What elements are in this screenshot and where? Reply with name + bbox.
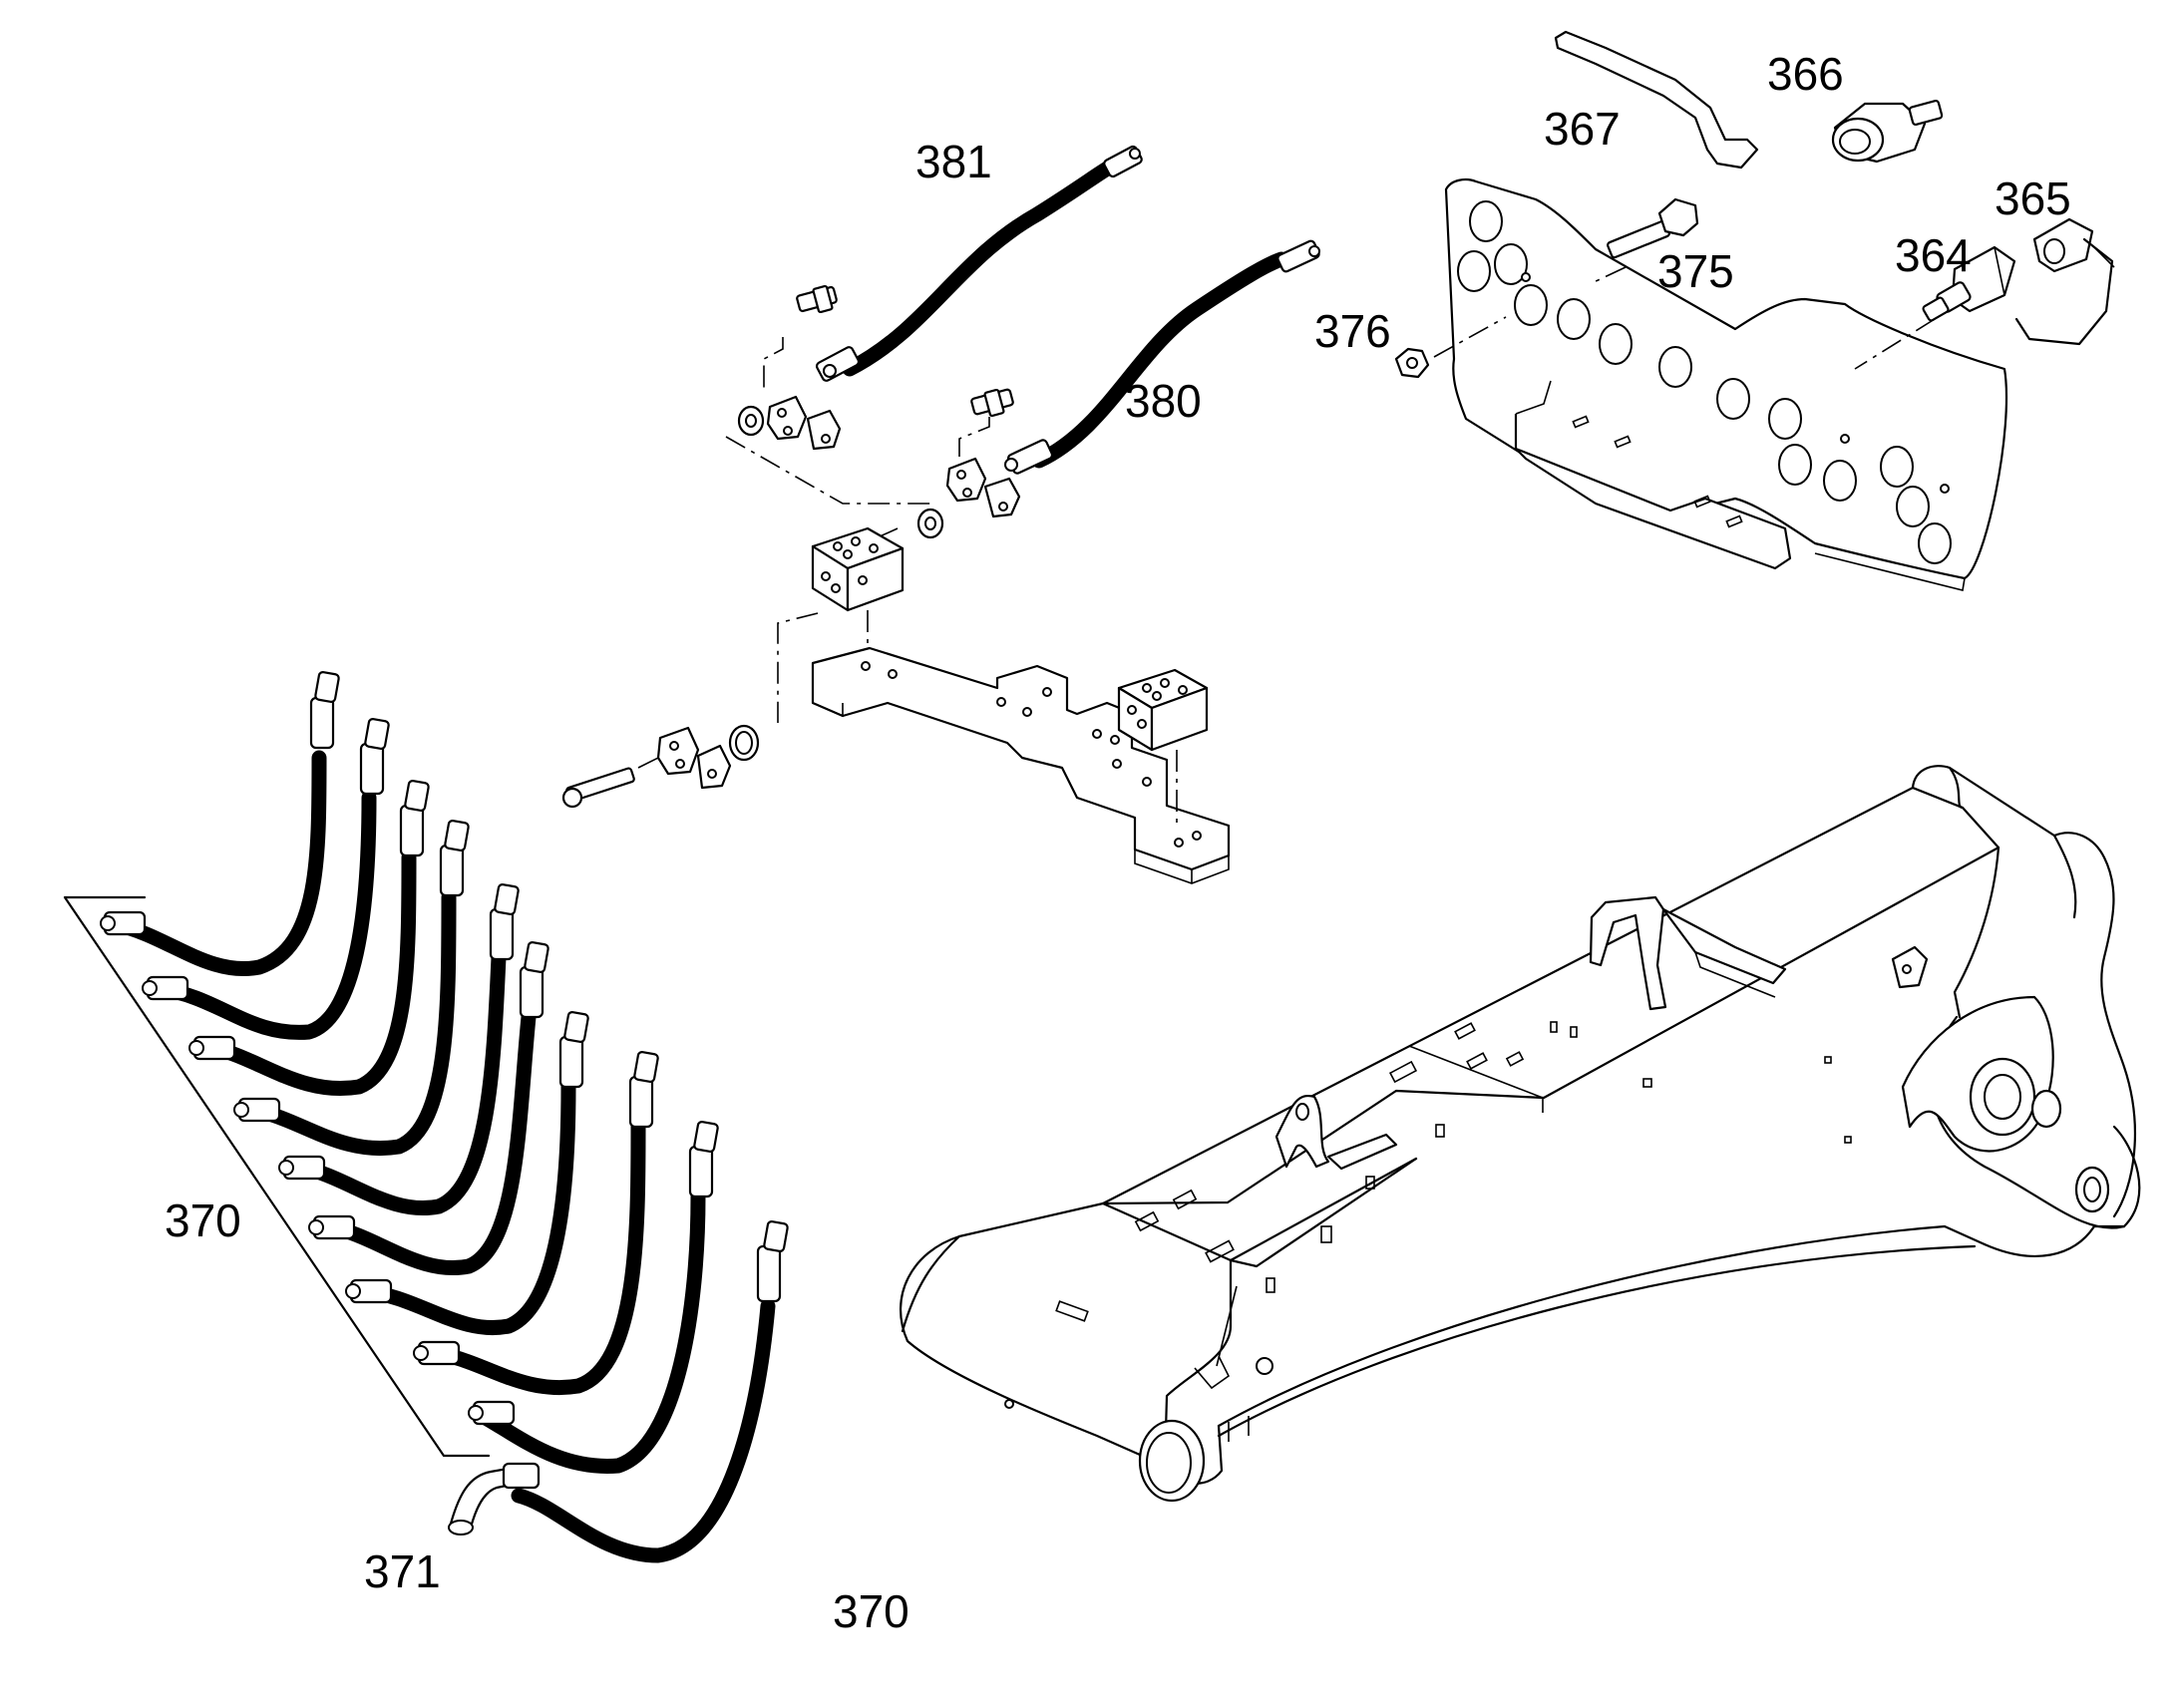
bolt-375[interactable] bbox=[1607, 197, 1699, 259]
label-371: 371 bbox=[364, 1545, 441, 1597]
label-376: 376 bbox=[1314, 305, 1391, 357]
nut-376[interactable] bbox=[1394, 347, 1430, 379]
label-370-lower: 370 bbox=[833, 1585, 909, 1637]
label-364: 364 bbox=[1895, 229, 1972, 281]
hose-381[interactable] bbox=[815, 145, 1143, 383]
label-380: 380 bbox=[1125, 375, 1202, 427]
hose-380[interactable] bbox=[1004, 239, 1320, 475]
adapter-366[interactable] bbox=[1831, 99, 1944, 164]
flange-set-lower[interactable] bbox=[561, 724, 760, 809]
coupler-364[interactable] bbox=[1922, 245, 2016, 322]
label-370-upper: 370 bbox=[165, 1195, 241, 1246]
label-366: 366 bbox=[1767, 48, 1844, 100]
mounting-plate-center[interactable] bbox=[811, 646, 1231, 884]
wrench-367[interactable] bbox=[1554, 30, 1759, 170]
label-365: 365 bbox=[1995, 172, 2071, 224]
elbow-fitting-371[interactable] bbox=[448, 1462, 541, 1536]
mounting-bracket-right[interactable] bbox=[1433, 178, 2008, 591]
label-381: 381 bbox=[915, 136, 992, 187]
label-367: 367 bbox=[1544, 103, 1621, 155]
boom bbox=[899, 765, 2141, 1503]
valve-block-right[interactable] bbox=[1117, 668, 1209, 828]
hose-bundle-370[interactable] bbox=[63, 671, 789, 1563]
flange-set-upper[interactable] bbox=[737, 284, 842, 451]
valve-block-center[interactable] bbox=[777, 526, 905, 723]
cap-365[interactable] bbox=[2014, 217, 2115, 346]
label-375: 375 bbox=[1657, 245, 1734, 297]
